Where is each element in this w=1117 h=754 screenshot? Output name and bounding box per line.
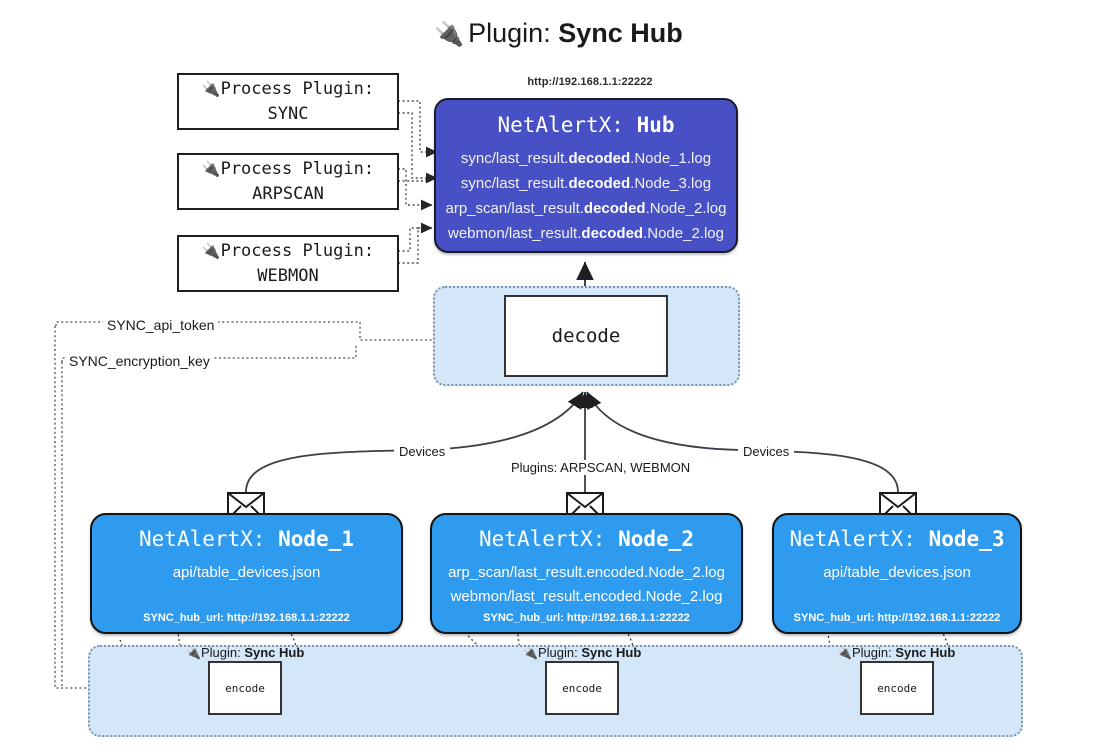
edge-label-devices-right: Devices	[738, 444, 795, 459]
encode-box[interactable]: encode	[860, 661, 934, 715]
bottom-plugin-label: 🔌Plugin: Sync Hub	[186, 645, 305, 660]
process-plugin-line2: WEBMON	[257, 265, 319, 286]
env-var-encryption-key: SYNC_encryption_key	[65, 353, 214, 369]
plug-icon: 🔌	[837, 646, 852, 660]
process-plugin-line2: ARPSCAN	[252, 183, 324, 204]
plug-icon: 🔌	[201, 159, 221, 178]
process-plugin-line2: SYNC	[267, 103, 309, 124]
plugin-to-hub-connectors	[398, 100, 438, 264]
hub-title-name: Hub	[636, 113, 675, 137]
hub-log-line: sync/last_result.decoded.Node_1.log	[460, 150, 712, 167]
encode-box[interactable]: encode	[208, 661, 282, 715]
node-line: arp_scan/last_result.encoded.Node_2.log	[448, 564, 725, 581]
hub-url-label: http://192.168.1.1:22222	[527, 76, 653, 88]
edge-label-plugins-center: Plugins: ARPSCAN, WEBMON	[506, 460, 696, 475]
node-footer: SYNC_hub_url: http://192.168.1.1:22222	[143, 612, 350, 624]
env-var-api-token: SYNC_api_token	[103, 317, 219, 333]
plug-icon: 🔌	[201, 241, 221, 260]
plug-icon: 🔌	[186, 646, 201, 660]
node-line-list: arp_scan/last_result.encoded.Node_2.log …	[432, 561, 741, 610]
encode-box[interactable]: encode	[545, 661, 619, 715]
node-title: NetAlertX: Node_1	[139, 527, 354, 551]
node-box-node3[interactable]: NetAlertX: Node_3 api/table_devices.json…	[772, 513, 1022, 634]
bottom-plugin-label: 🔌Plugin: Sync Hub	[837, 645, 956, 660]
node-line-list: api/table_devices.json	[774, 561, 1020, 585]
process-plugin-box-arpscan[interactable]: 🔌Process Plugin: ARPSCAN	[177, 153, 399, 210]
page-title: 🔌Plugin: Sync Hub	[0, 18, 1117, 49]
page-title-name: Sync Hub	[558, 18, 683, 48]
node-line: api/table_devices.json	[172, 564, 321, 581]
node-footer: SYNC_hub_url: http://192.168.1.1:22222	[793, 612, 1001, 624]
page-title-prefix: Plugin:	[468, 18, 551, 48]
node-footer: SYNC_hub_url: http://192.168.1.1:22222	[483, 612, 690, 624]
hub-log-line: webmon/last_result.decoded.Node_2.log	[448, 225, 724, 243]
hub-node[interactable]: NetAlertX: Hub sync/last_result.decoded.…	[434, 98, 738, 253]
plug-icon: 🔌	[523, 646, 538, 660]
plug-icon: 🔌	[434, 21, 465, 48]
process-plugin-line1: 🔌Process Plugin:	[201, 78, 375, 99]
node-line: api/table_devices.json	[823, 564, 971, 581]
node-box-node1[interactable]: NetAlertX: Node_1 api/table_devices.json…	[90, 513, 403, 634]
process-plugin-box-webmon[interactable]: 🔌Process Plugin: WEBMON	[177, 235, 399, 292]
process-plugin-box-sync[interactable]: 🔌Process Plugin: SYNC	[177, 73, 399, 130]
decode-box[interactable]: decode	[504, 295, 668, 377]
node-line: webmon/last_result.encoded.Node_2.log	[450, 588, 723, 606]
process-plugin-line1: 🔌Process Plugin:	[201, 158, 375, 179]
hub-log-line: sync/last_result.decoded.Node_3.log	[460, 175, 712, 193]
process-plugin-line1: 🔌Process Plugin:	[201, 240, 375, 261]
node-box-node2[interactable]: NetAlertX: Node_2 arp_scan/last_result.e…	[430, 513, 743, 634]
node-to-decode-edges	[245, 391, 899, 493]
hub-title: NetAlertX: Hub	[436, 113, 736, 137]
hub-title-prefix: NetAlertX:	[497, 113, 624, 137]
hub-log-line: arp_scan/last_result.decoded.Node_2.log	[445, 200, 727, 218]
bottom-plugin-label: 🔌Plugin: Sync Hub	[523, 645, 642, 660]
plug-icon: 🔌	[201, 79, 221, 98]
node-title: NetAlertX: Node_2	[479, 527, 694, 551]
node-line-list: api/table_devices.json	[92, 561, 401, 585]
hub-log-list: sync/last_result.decoded.Node_1.log sync…	[436, 146, 736, 246]
edge-label-devices-left: Devices	[394, 444, 451, 459]
node-title: NetAlertX: Node_3	[789, 527, 1005, 551]
